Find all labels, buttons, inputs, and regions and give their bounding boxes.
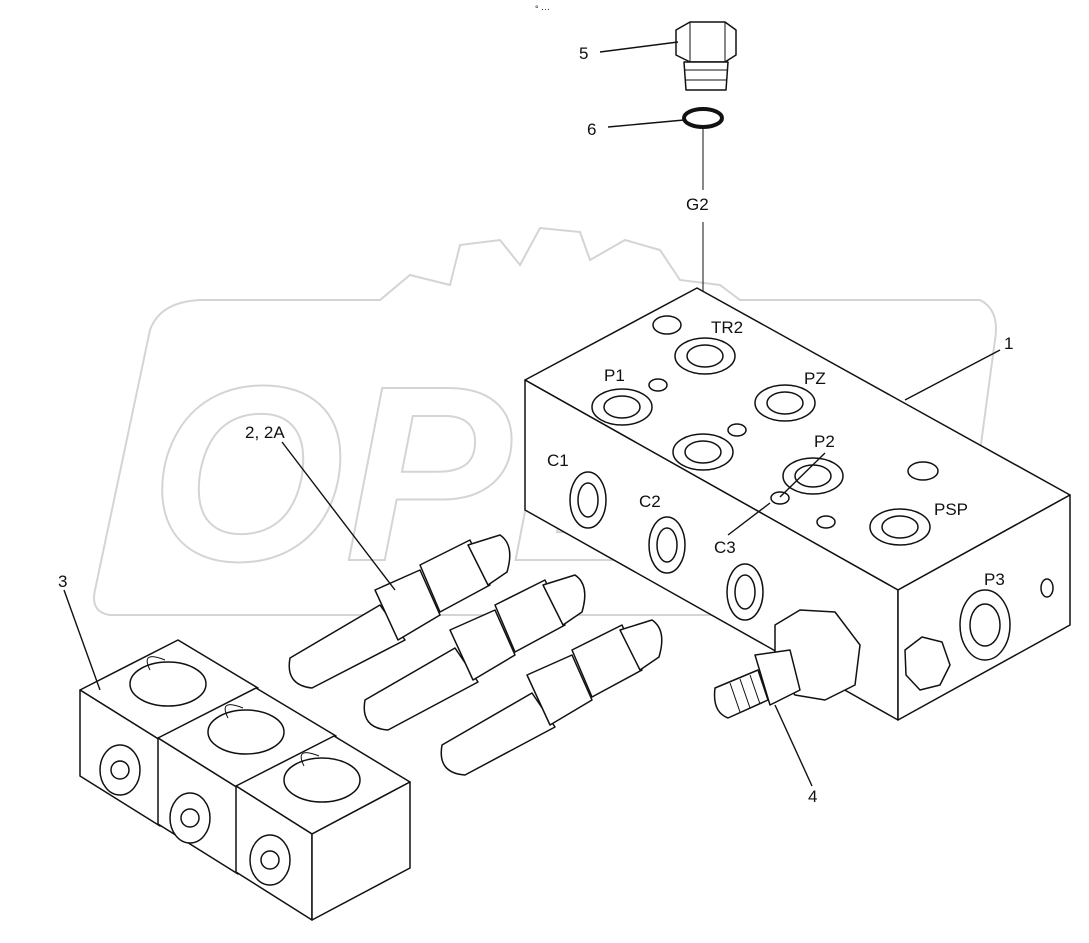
leader-3 (63, 589, 101, 691)
callout-1: 1 (1004, 334, 1013, 353)
leader-c3 (727, 502, 771, 536)
o-ring-part (682, 107, 724, 129)
cartridge-1-part (288, 534, 511, 689)
port-label-c3: C3 (714, 538, 736, 557)
plug-part (675, 21, 737, 91)
coil-2-part (157, 687, 337, 875)
header-mark: ° ··· (535, 4, 550, 14)
port-label-pz: PZ (804, 369, 826, 388)
callout-3: 3 (58, 572, 67, 591)
callout-5: 5 (579, 44, 588, 63)
leader-6 (607, 119, 685, 128)
port-label-tr2: TR2 (711, 318, 743, 337)
leader-1 (904, 349, 1001, 401)
port-label-c1: C1 (547, 451, 569, 470)
port-label-p1: P1 (604, 366, 625, 385)
coil-1-part (79, 639, 259, 827)
leader-p2 (779, 452, 826, 498)
cartridge-2-part (363, 574, 586, 731)
leader-4 (774, 704, 813, 787)
callout-2-2a: 2, 2A (245, 423, 285, 442)
fitting-part (713, 609, 861, 719)
cartridge-3-part (440, 619, 663, 776)
port-label-psp: PSP (934, 500, 968, 519)
callout-4: 4 (808, 787, 817, 806)
port-label-p3: P3 (984, 570, 1005, 589)
leader-2 (281, 441, 396, 591)
port-label-p2: P2 (814, 432, 835, 451)
coil-3-part (235, 735, 411, 921)
callout-6: 6 (587, 120, 596, 139)
leader-5 (599, 41, 679, 53)
port-label-g2: G2 (686, 195, 709, 214)
port-label-c2: C2 (639, 492, 661, 511)
